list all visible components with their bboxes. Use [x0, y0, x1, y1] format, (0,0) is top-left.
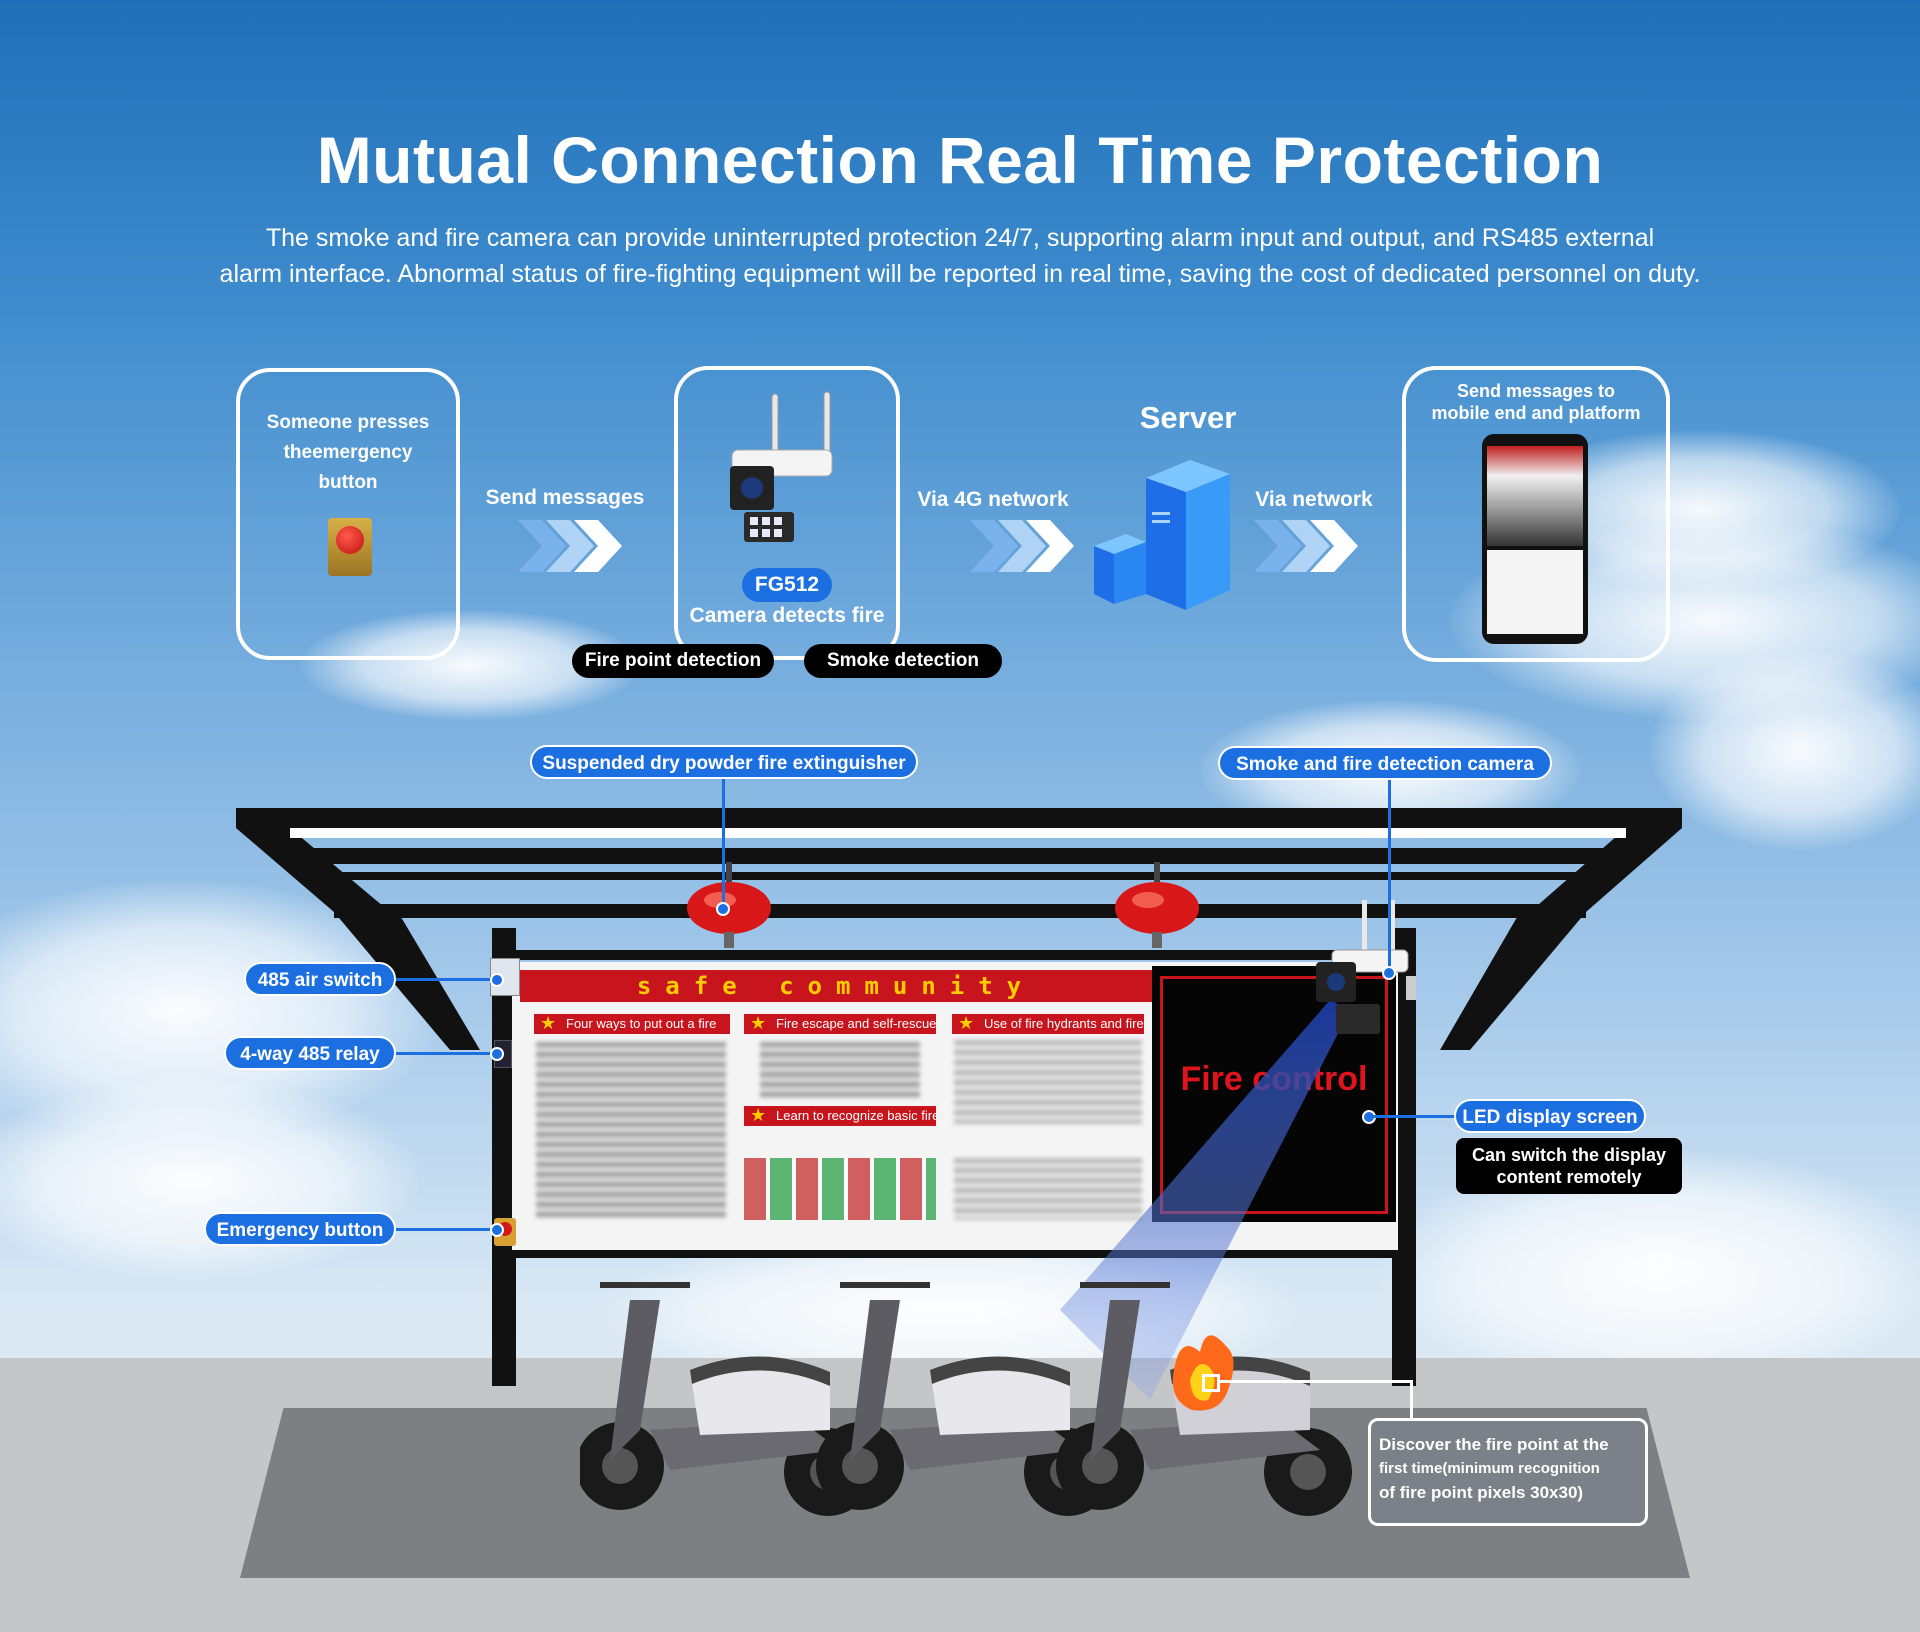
smoke-detection-badge: Smoke detection — [804, 644, 1002, 678]
board-banner-text: safe community — [636, 972, 1036, 1000]
callout-dot — [490, 973, 504, 987]
page-subtitle: The smoke and fire camera can provide un… — [190, 220, 1730, 292]
wall-camera-icon — [1316, 900, 1416, 1034]
relay-callout: 4-way 485 relay — [224, 1036, 396, 1070]
fire-point-leader-line — [1218, 1380, 1412, 1383]
chevron-arrow-icon — [518, 520, 622, 572]
led-callout: LED display screen — [1454, 1099, 1646, 1133]
callout-dot — [716, 902, 730, 916]
cloud — [0, 1080, 420, 1280]
arrow-label: Via network — [1255, 488, 1373, 511]
callout-dot — [1382, 966, 1396, 980]
board-banner: safe community — [520, 970, 1152, 1002]
phone-icon — [1482, 434, 1588, 644]
callout-line: first time(minimum recognition — [1379, 1460, 1600, 1477]
board-heading: Fire escape and self-rescue twe — [744, 1014, 936, 1034]
board-heading: Four ways to put out a fire — [534, 1014, 730, 1034]
callout-leader-line — [396, 978, 496, 981]
callout-dot — [490, 1047, 504, 1061]
card1-line: button — [318, 472, 378, 493]
emergency-button-card — [236, 368, 460, 660]
cloud — [1650, 650, 1920, 850]
emergency-button-icon — [328, 518, 372, 576]
camera-caption: Camera detects fire — [689, 604, 885, 627]
card4-line: Send messages to — [1456, 381, 1616, 401]
callout-leader-line — [1388, 780, 1391, 970]
chevron-arrow-icon — [1254, 520, 1358, 572]
subtitle-line: The smoke and fire camera can provide un… — [265, 224, 1655, 252]
callout-leader-line — [396, 1052, 496, 1055]
fire-extinguisher-icon — [1115, 862, 1199, 948]
fire-point-leader-line — [1410, 1380, 1413, 1420]
blurred-images — [954, 1158, 1142, 1220]
fire-point-callout: Discover the fire point at the first tim… — [1368, 1418, 1648, 1526]
camera-model-badge: FG512 — [742, 568, 832, 602]
scooter-group — [580, 1282, 1352, 1516]
arrow-label: Via 4G network — [917, 488, 1069, 511]
server-label: Server — [1139, 400, 1237, 435]
camera-callout: Smoke and fire detection camera — [1218, 746, 1552, 780]
arrow-label: Send messages — [485, 486, 645, 509]
emergency-callout: Emergency button — [204, 1212, 396, 1246]
camera-card — [674, 366, 900, 660]
callout-leader-line — [396, 1228, 496, 1231]
card1-text: Someone presses theemergency button — [240, 408, 456, 498]
callout-leader-line — [722, 779, 725, 909]
callout-line: Discover the fire point at the — [1379, 1435, 1609, 1454]
led-note-line: Can switch the display — [1471, 1145, 1667, 1165]
card1-line: Someone presses — [266, 412, 430, 433]
blurred-text — [536, 1042, 726, 1218]
page-title: Mutual Connection Real Time Protection — [316, 123, 1604, 197]
scooter-icon — [816, 1282, 1112, 1516]
card4-line: mobile end and platform — [1431, 403, 1641, 423]
subtitle-line: alarm interface. Abnormal status of fire… — [219, 260, 1701, 288]
callout-leader-line — [1372, 1115, 1456, 1118]
extinguisher-callout: Suspended dry powder fire extinguisher — [530, 745, 918, 779]
card1-line: theemergency — [283, 442, 413, 463]
mobile-platform-card — [1402, 366, 1670, 662]
air-switch-callout: 485 air switch — [244, 962, 396, 996]
blurred-text — [760, 1042, 920, 1098]
card4-text: Send messages to mobile end and platform — [1404, 380, 1668, 424]
board-heading: Use of fire hydrants and fire ext — [952, 1014, 1144, 1034]
fire-point-marker — [1202, 1374, 1220, 1392]
fire-point-detection-badge: Fire point detection — [572, 644, 774, 678]
chevron-arrow-icon — [970, 520, 1074, 572]
callout-dot — [490, 1223, 504, 1237]
blurred-images — [954, 1040, 1142, 1124]
board-heading: Learn to recognize basic fire sig — [744, 1106, 936, 1126]
led-note: Can switch the display content remotely — [1456, 1138, 1682, 1194]
server-icon — [1094, 460, 1230, 610]
fire-sign-grid — [744, 1158, 936, 1220]
callout-line: of fire point pixels 30x30) — [1379, 1483, 1584, 1502]
led-note-line: content remotely — [1496, 1167, 1642, 1187]
camera-icon — [730, 391, 833, 542]
